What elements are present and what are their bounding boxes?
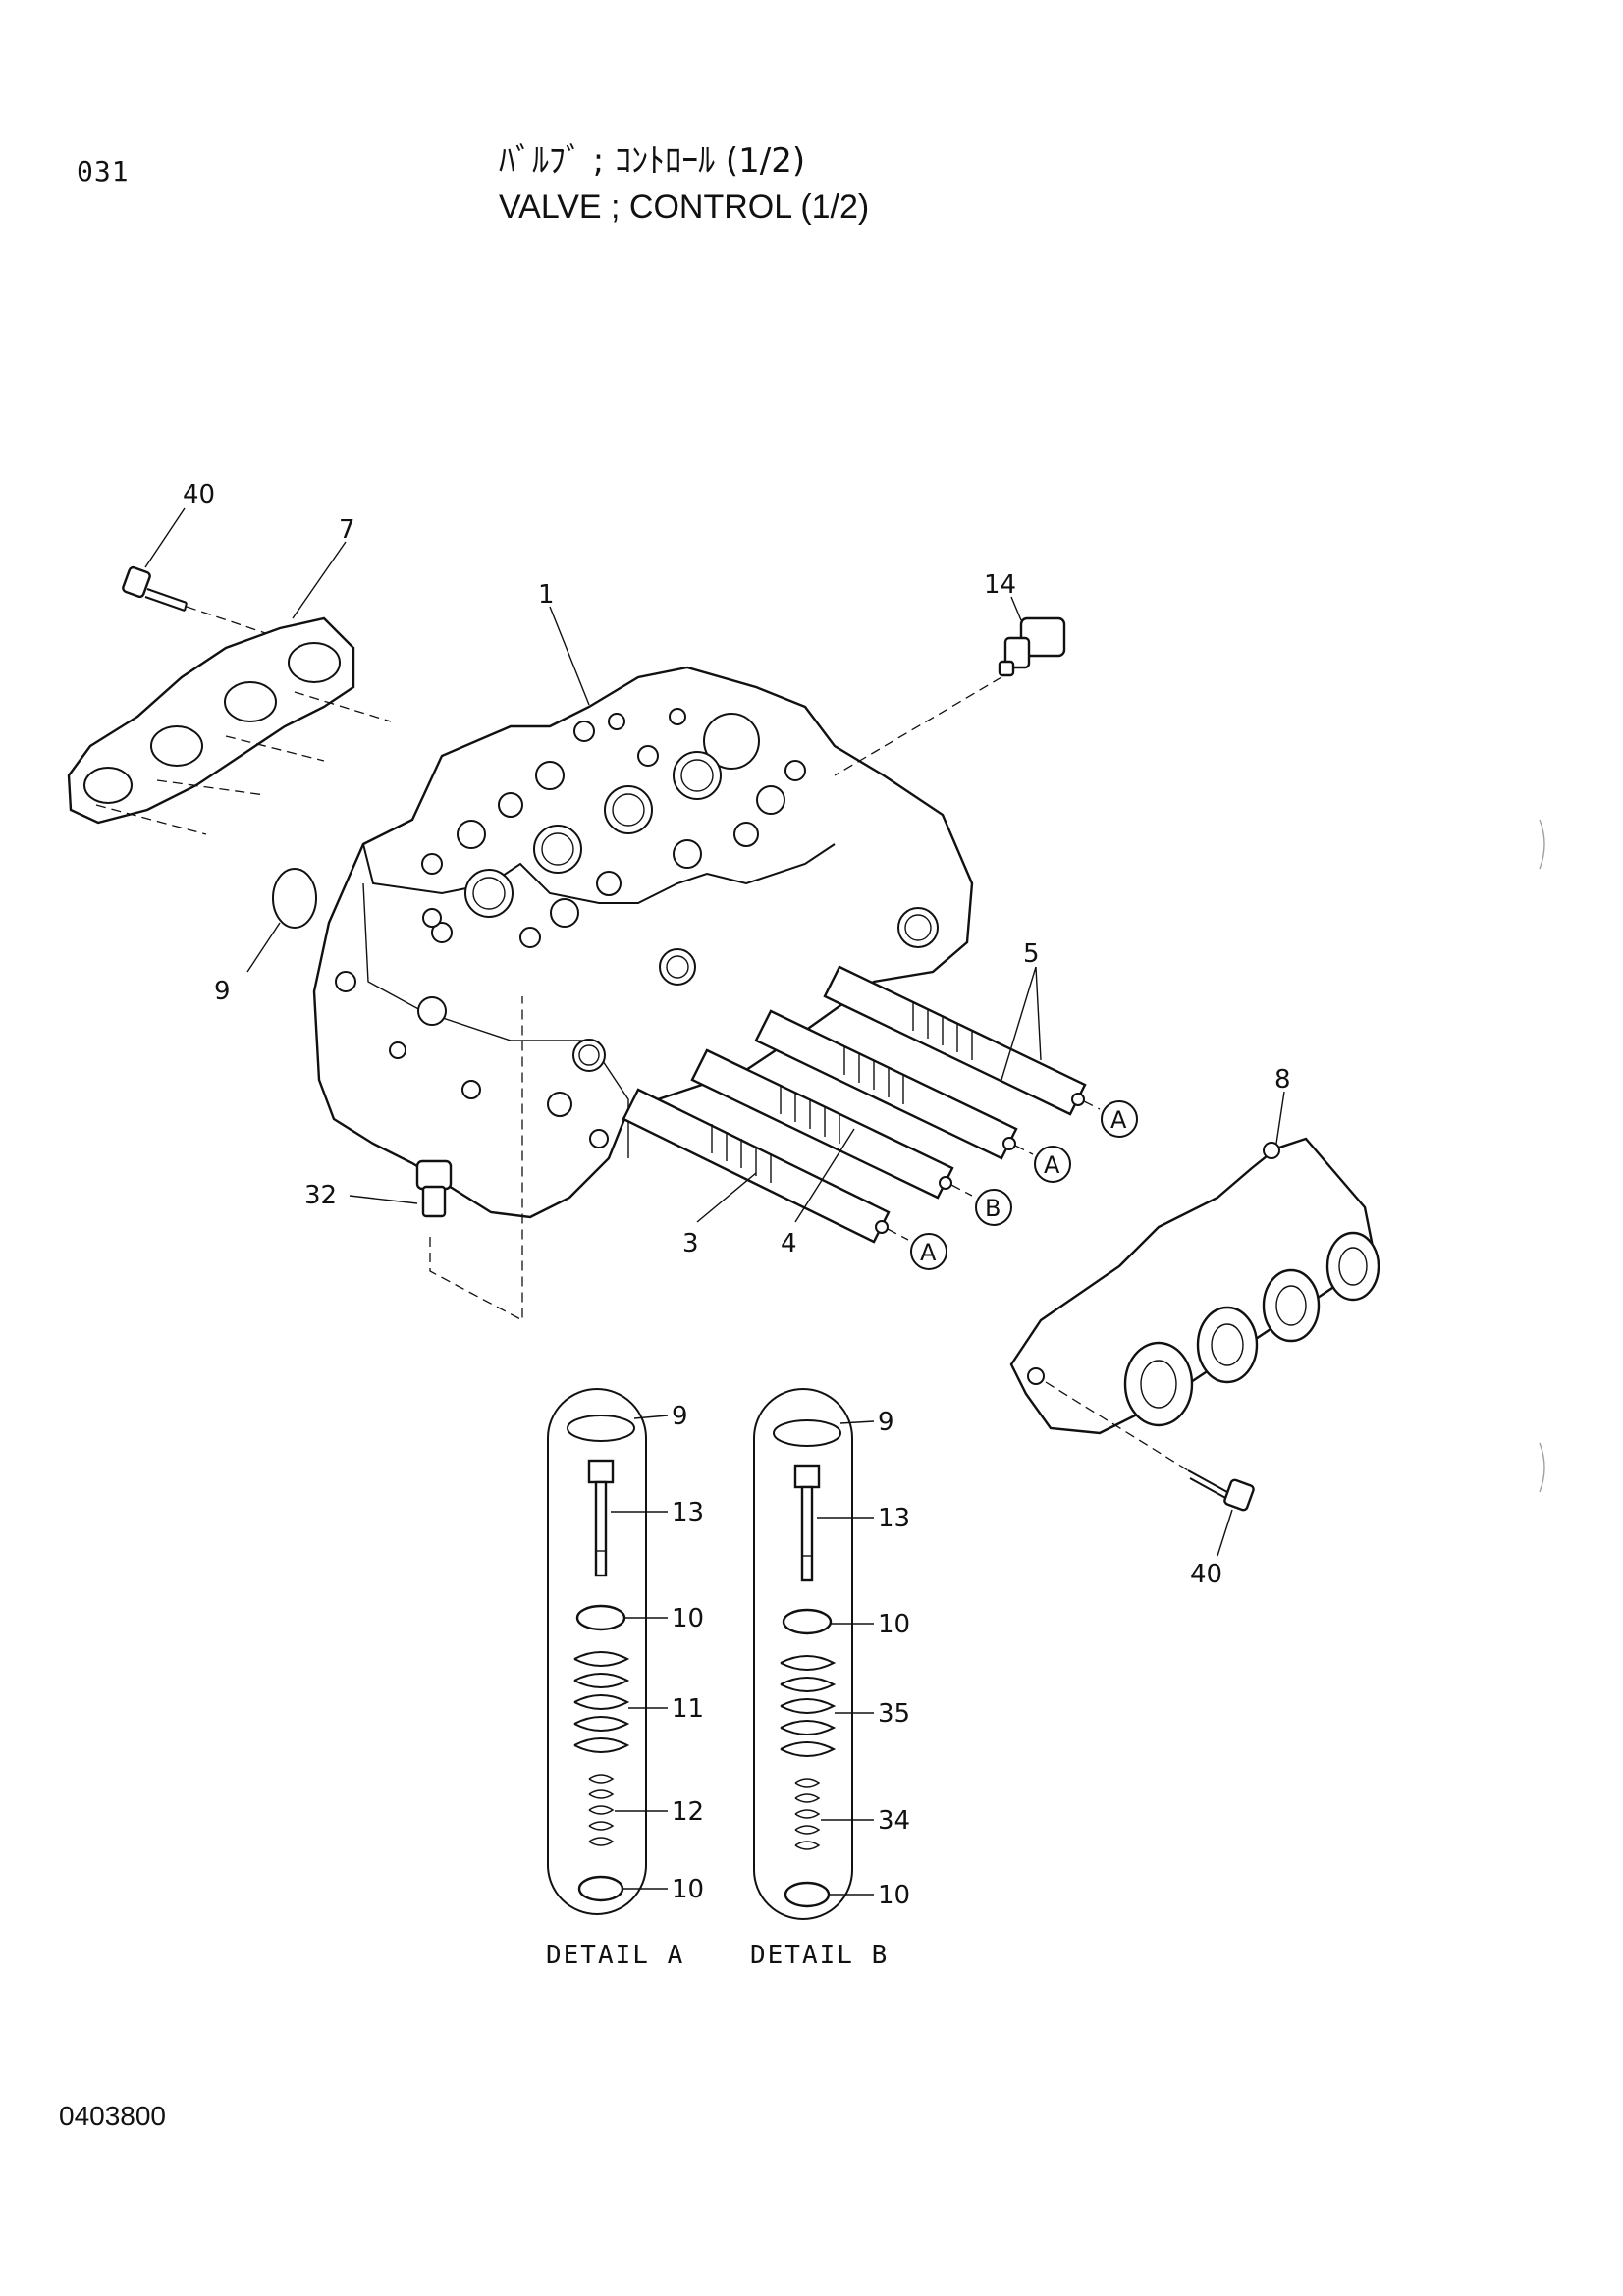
plug-32 (415, 996, 523, 1322)
detail-a-spring-inner (588, 1774, 615, 1846)
detail-marker-a-3: A (887, 1228, 947, 1270)
detail-a-callout-4: 11 (672, 1694, 704, 1724)
spool-5a (823, 965, 1087, 1116)
detail-b-caption: DETAIL B (750, 1941, 889, 1970)
svg-text:A: A (1110, 1106, 1127, 1134)
document-id: 0403800 (59, 2101, 167, 2131)
detail-b-callout-1: 9 (878, 1408, 894, 1437)
detail-a-o-ring (567, 1415, 635, 1442)
detail-b-o-ring (773, 1419, 841, 1447)
detail-b-spring-seat-bottom (784, 1881, 831, 1908)
callout-9: 9 (214, 977, 231, 1006)
leader-1 (549, 606, 590, 706)
detail-a-caption: DETAIL A (546, 1941, 684, 1970)
callout-32: 32 (304, 1181, 337, 1210)
detail-b-callout-5: 34 (878, 1806, 910, 1836)
detail-a-bolt (587, 1459, 615, 1577)
detail-a-callout-5: 12 (672, 1797, 704, 1827)
valve-body-1 (312, 666, 974, 1219)
detail-a-callout-6: 10 (672, 1875, 704, 1904)
spool-3 (622, 1088, 891, 1244)
flange-7 (67, 616, 392, 835)
leader-5b (1035, 966, 1042, 1061)
detail-marker-a-1: A (1083, 1100, 1138, 1138)
title-english: VALVE ; CONTROL (1/2) (499, 188, 870, 226)
title-japanese: ﾊﾞﾙﾌﾞ ; ｺﾝﾄﾛｰﾙ (1/2) (499, 141, 806, 181)
leader-7 (292, 541, 347, 619)
page-number: 031 (77, 155, 130, 187)
svg-text:B: B (985, 1195, 1001, 1222)
detail-marker-b-1: B (950, 1184, 1012, 1226)
detail-b: 9 13 10 35 34 10 DETAIL B (750, 1388, 910, 1970)
detail-a-spring-seat-bottom (577, 1875, 624, 1902)
detail-b-callout-4: 35 (878, 1699, 910, 1729)
callout-4: 4 (781, 1229, 797, 1258)
callout-1: 1 (538, 580, 555, 610)
spool-5b (754, 1009, 1018, 1160)
o-ring-9 (272, 868, 317, 929)
leader-9 (246, 922, 281, 973)
bolt-40-top (122, 565, 296, 644)
leader-40-top (144, 507, 186, 568)
callout-40-top: 40 (183, 480, 215, 509)
bolt-40-bottom (1045, 1381, 1255, 1512)
detail-a-spring-seat-top (575, 1604, 626, 1631)
detail-marker-a-2: A (1014, 1145, 1071, 1183)
callout-3: 3 (682, 1229, 699, 1258)
leader-8 (1275, 1091, 1285, 1145)
svg-text:A: A (1044, 1151, 1060, 1179)
detail-b-spring-inner (794, 1778, 821, 1850)
cover-8 (1009, 1137, 1380, 1435)
callout-8: 8 (1274, 1065, 1291, 1095)
detail-b-callout-2: 13 (878, 1504, 910, 1533)
leader-5a (1001, 966, 1037, 1081)
detail-a-callout-2: 13 (672, 1498, 704, 1527)
svg-text:A: A (920, 1239, 937, 1266)
callout-40-bottom: 40 (1190, 1560, 1222, 1589)
leader-32 (349, 1195, 418, 1204)
detail-a-spring-outer (573, 1651, 630, 1753)
callout-7: 7 (339, 515, 355, 545)
scan-mark-2 (1539, 1442, 1545, 1493)
detail-b-spring-outer (780, 1655, 837, 1757)
detail-b-bolt (793, 1464, 821, 1582)
leader-40-bottom (1217, 1509, 1233, 1557)
leader-4 (794, 1128, 855, 1223)
detail-a: 9 13 10 11 12 10 DETAIL A (546, 1388, 704, 1970)
callout-14: 14 (984, 570, 1016, 600)
callout-5: 5 (1023, 939, 1040, 969)
scan-mark-1 (1539, 819, 1545, 870)
detail-b-callout-3: 10 (878, 1610, 910, 1639)
leader-14 (1010, 596, 1022, 621)
plug-14 (834, 616, 1066, 776)
detail-a-callout-3: 10 (672, 1604, 704, 1633)
detail-a-callout-1: 9 (672, 1402, 688, 1431)
detail-b-spring-seat-top (782, 1608, 833, 1635)
detail-b-callout-6: 10 (878, 1881, 910, 1910)
spool-4 (690, 1048, 954, 1200)
leader-3 (696, 1172, 757, 1223)
